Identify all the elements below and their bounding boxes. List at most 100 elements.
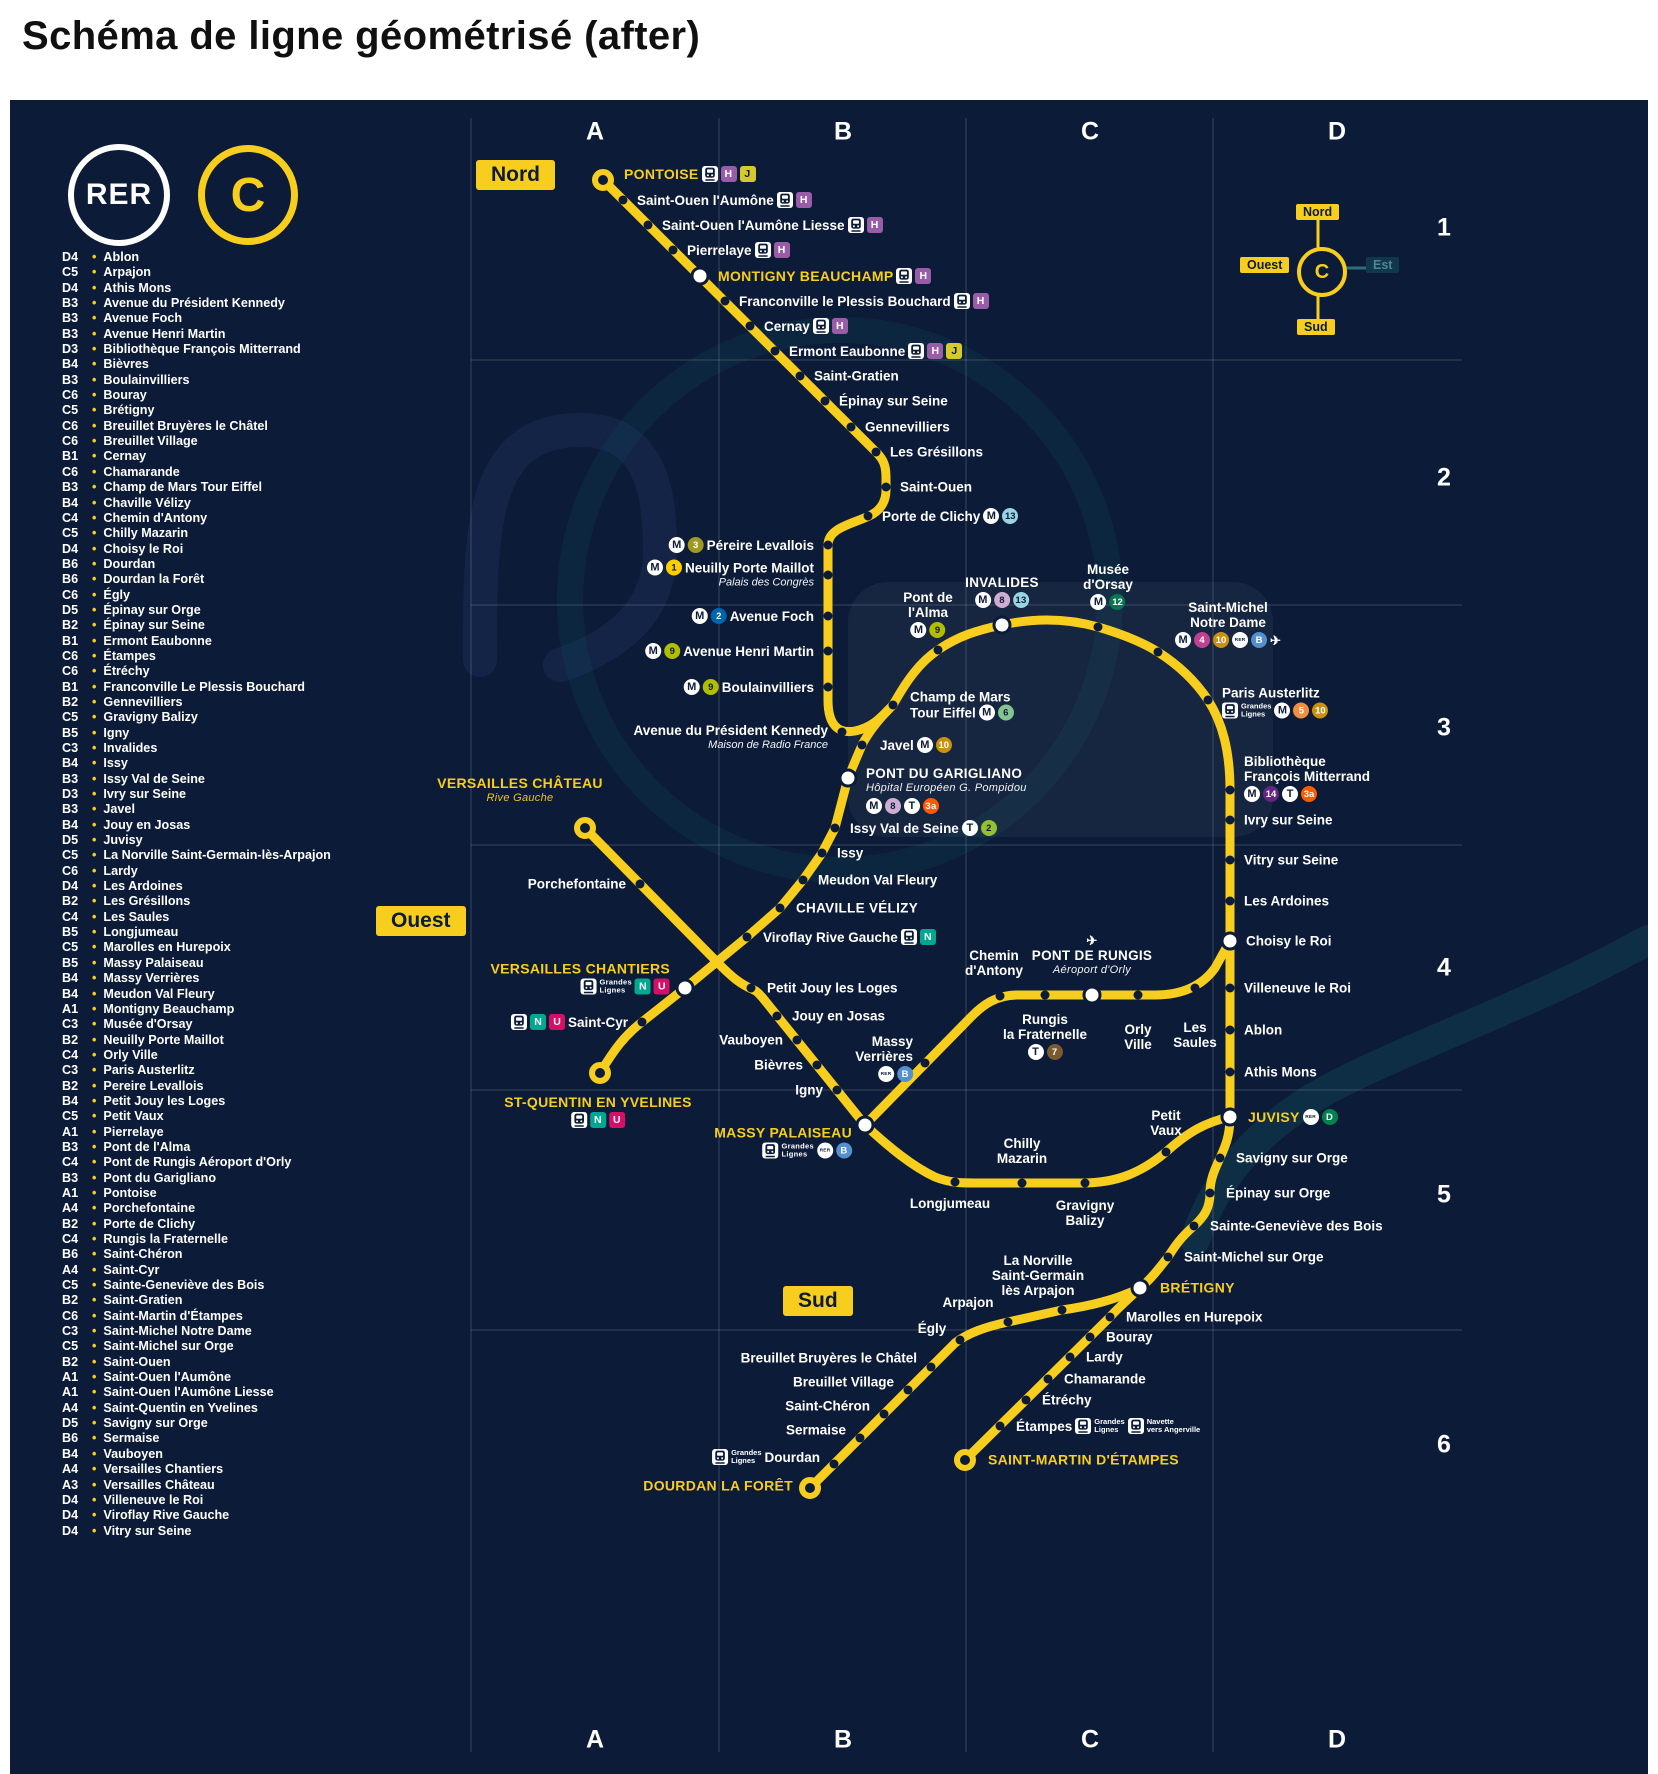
line-c-logo: C <box>198 145 298 245</box>
index-item: B4•Chaville Vélizy <box>62 496 331 511</box>
badge-B: B <box>836 1142 852 1159</box>
index-item: C6•Étampes <box>62 649 331 664</box>
train-icon <box>712 1449 729 1465</box>
station-dot-saint-cyr <box>637 1017 647 1027</box>
index-bullet: • <box>92 1446 97 1461</box>
station-label-lardy: Lardy <box>1086 1349 1123 1365</box>
index-grid-ref: D5 <box>62 1416 79 1431</box>
grid-col-label-top-A: A <box>585 117 605 146</box>
station-dot-terminus-saint-martin-d-etampes <box>954 1449 976 1471</box>
badge-N: N <box>589 1112 606 1128</box>
index-item: B3•Avenue du Président Kennedy <box>62 296 331 311</box>
index-station-name: Dourdan la Forêt <box>103 572 205 587</box>
index-station-name: Pereire Levallois <box>103 1078 204 1093</box>
index-station-name: Saint-Quentin en Yvelines <box>103 1400 258 1415</box>
badge-J: J <box>739 166 756 182</box>
index-item: B1•Ermont Eaubonne <box>62 634 331 649</box>
index-station-name: Javel <box>103 802 135 817</box>
index-grid-ref: C5 <box>62 848 79 863</box>
station-dot-franconville-le-plessis-bouchard <box>720 296 730 306</box>
index-station-name: Sermaise <box>103 1431 160 1446</box>
index-station-name: Vitry sur Seine <box>103 1523 192 1538</box>
index-bullet: • <box>92 940 97 955</box>
station-label-sainte-genevieve-des-bois: Sainte-Geneviève des Bois <box>1210 1218 1383 1234</box>
badge-T: T <box>961 820 978 836</box>
plane-icon: ✈ <box>1086 932 1098 948</box>
index-grid-ref: B3 <box>62 296 79 311</box>
index-station-name: Bièvres <box>103 357 149 372</box>
station-dot-neuilly-porte-maillot <box>823 570 833 580</box>
station-dot-epinay-sur-seine <box>820 396 830 406</box>
index-item: B6•Saint-Chéron <box>62 1247 331 1262</box>
index-grid-ref: D4 <box>62 280 79 295</box>
index-station-name: Invalides <box>103 741 158 755</box>
index-grid-ref: C6 <box>62 418 79 433</box>
index-bullet: • <box>92 894 97 909</box>
index-item: B3•Avenue Henri Martin <box>62 327 331 342</box>
index-station-name: Saint-Gratien <box>103 1293 183 1308</box>
index-bullet: • <box>92 833 97 848</box>
index-bullet: • <box>92 1293 97 1308</box>
station-label-issy: Issy <box>837 845 864 861</box>
station-label-saint-michel-sur-orge: Saint-Michel sur Orge <box>1184 1249 1324 1265</box>
index-bullet: • <box>92 541 97 556</box>
rer-logo: RER <box>68 144 170 246</box>
index-station-name: Igny <box>103 725 130 740</box>
index-grid-ref: C6 <box>62 587 79 602</box>
grid-col-label-top-C: C <box>1080 117 1100 146</box>
station-label-egly: Égly <box>917 1321 947 1336</box>
index-item: A4•Versailles Chantiers <box>62 1462 331 1477</box>
index-item: A1•Saint-Ouen l'Aumône <box>62 1370 331 1385</box>
badge-H: H <box>773 242 790 258</box>
station-label-chamarande: Chamarande <box>1064 1371 1146 1387</box>
index-bullet: • <box>92 1370 97 1385</box>
station-dot-saint-michel-sur-orge <box>1163 1252 1173 1262</box>
badge-L9: 9 <box>702 679 719 695</box>
badge-M: M <box>1090 594 1107 610</box>
index-grid-ref: B2 <box>62 1032 79 1047</box>
station-dot-gravigny-balizy <box>1080 1178 1090 1188</box>
station-dot-sermaise <box>855 1433 865 1443</box>
index-item: C3•Invalides <box>62 741 331 756</box>
station-label-etrechy: Étréchy <box>1042 1392 1092 1408</box>
index-item: C3•Musée d'Orsay <box>62 1017 331 1032</box>
index-bullet: • <box>92 1155 97 1170</box>
station-label-igny: Igny <box>795 1082 823 1098</box>
badge-RER: RER <box>878 1066 894 1082</box>
index-grid-ref: C6 <box>62 664 79 679</box>
index-item: B4•Petit Jouy les Loges <box>62 1094 331 1109</box>
station-dot-terminus-pontoise <box>592 169 614 191</box>
station-dot-avenue-du-president-kennedy <box>837 727 847 737</box>
grid-row-label-1: 1 <box>1437 213 1451 242</box>
index-grid-ref: B4 <box>62 817 79 832</box>
index-station-name: Saint-Chéron <box>103 1247 183 1262</box>
index-bullet: • <box>92 403 97 418</box>
station-dot-bibliotheque-francois-mitterrand <box>1225 785 1235 795</box>
index-grid-ref: C5 <box>62 710 79 725</box>
index-grid-ref: C6 <box>62 863 79 878</box>
index-item: C6•Étréchy <box>62 664 331 679</box>
index-grid-ref: B5 <box>62 725 79 740</box>
index-item: B4•Meudon Val Fleury <box>62 987 331 1002</box>
index-item: A3•Versailles Château <box>62 1478 331 1493</box>
index-bullet: • <box>92 1278 97 1293</box>
badge-T7: 7 <box>1046 1044 1063 1060</box>
index-grid-ref: B1 <box>62 679 79 694</box>
index-bullet: • <box>92 1416 97 1431</box>
index-station-name: Gravigny Balizy <box>103 710 198 725</box>
badge-M: M <box>683 679 700 695</box>
compass-sud-label: Sud <box>1297 319 1335 335</box>
station-label-choisy-le-roi: Choisy le Roi <box>1246 933 1332 949</box>
